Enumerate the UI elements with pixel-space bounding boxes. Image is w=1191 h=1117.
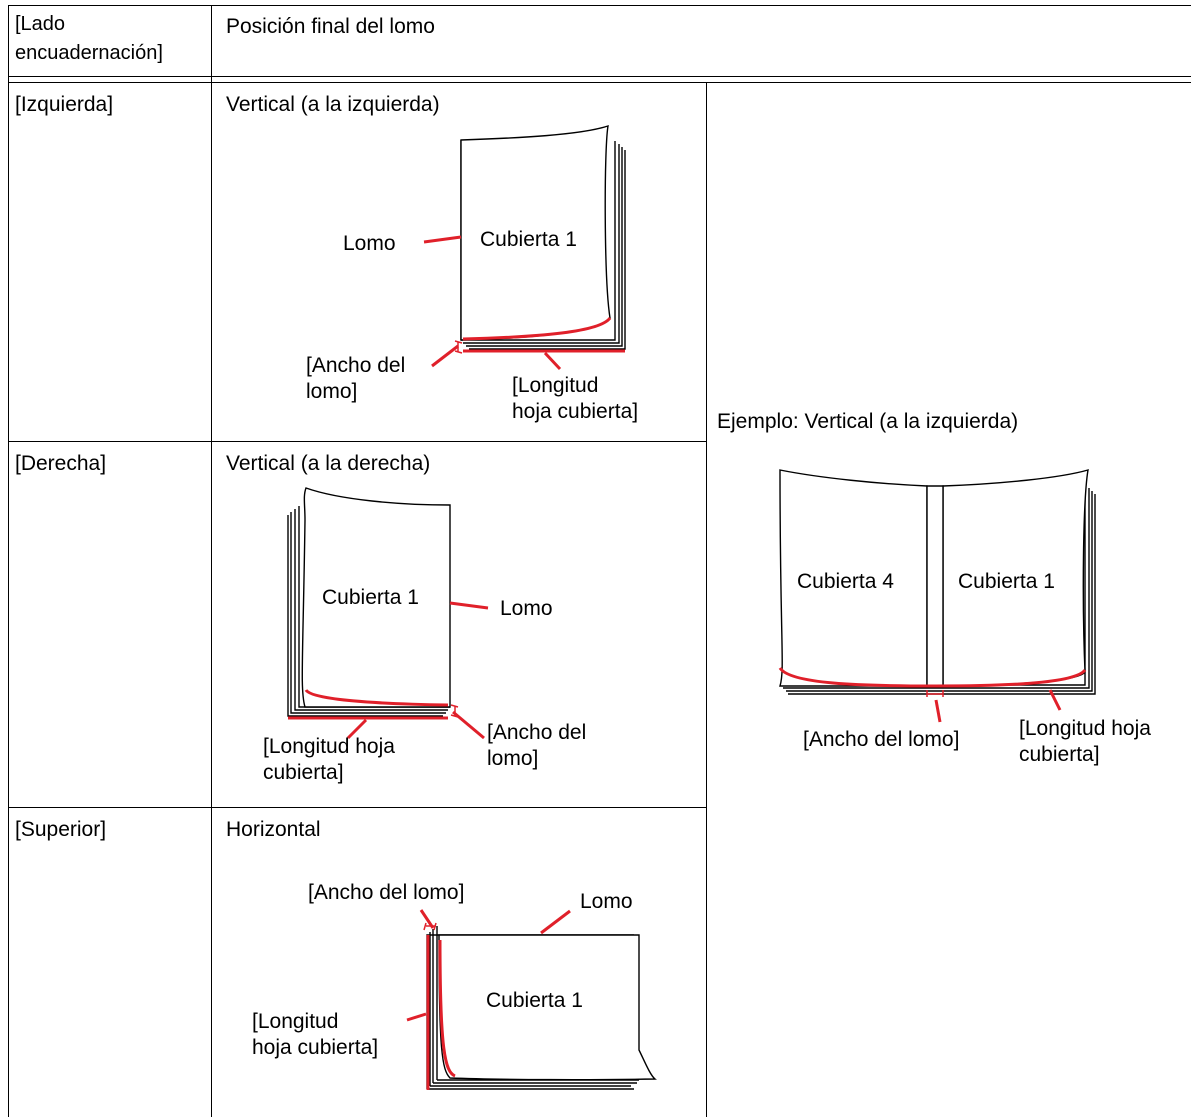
column-divider-2 <box>706 82 707 1117</box>
header-double-rule-2 <box>8 82 1191 83</box>
column-divider-1 <box>211 5 212 1117</box>
header-spine-position: Posición final del lomo <box>226 15 435 38</box>
header-binding-side-line1: [Lado <box>15 13 66 35</box>
row-divider-1 <box>8 441 706 442</box>
example-cover-length-label-1: [Longitud hoja <box>1019 717 1151 740</box>
right-cover-length-label-2: cubierta] <box>263 761 344 784</box>
right-cover-label: Cubierta 1 <box>322 586 419 609</box>
top-cover-label: Cubierta 1 <box>486 989 583 1012</box>
header-double-rule-1 <box>8 76 1191 77</box>
table-border-left <box>8 5 9 1117</box>
row-label-superior: [Superior] <box>15 818 107 841</box>
top-cover-length-label-1: [Longitud <box>252 1010 338 1033</box>
left-spine-width-label-1: [Ancho del <box>306 354 405 377</box>
row-position-derecha: Vertical (a la derecha) <box>226 452 431 475</box>
right-cover-length-label-1: [Longitud hoja <box>263 735 395 758</box>
example-spine-width-label: [Ancho del lomo] <box>803 728 959 751</box>
right-spine-width-label-2: lomo] <box>487 747 538 770</box>
right-spine-width-label-1: [Ancho del <box>487 721 586 744</box>
example-cover-length-label-2: cubierta] <box>1019 743 1100 766</box>
example-front-cover-label: Cubierta 1 <box>958 570 1055 593</box>
header-binding-side-line2: encuadernación] <box>15 42 163 64</box>
example-back-cover-label: Cubierta 4 <box>797 570 894 593</box>
row-label-izquierda: [Izquierda] <box>15 93 114 116</box>
left-cover-label: Cubierta 1 <box>480 228 577 251</box>
example-title: Ejemplo: Vertical (a la izquierda) <box>717 410 1019 433</box>
left-cover-length-label-2: hoja cubierta] <box>512 400 638 423</box>
right-spine-label: Lomo <box>500 597 553 620</box>
row-position-superior: Horizontal <box>226 818 321 841</box>
row-divider-2 <box>8 807 706 808</box>
top-cover-length-label-2: hoja cubierta] <box>252 1036 378 1059</box>
row-label-derecha: [Derecha] <box>15 452 107 475</box>
top-spine-width-label: [Ancho del lomo] <box>308 881 464 904</box>
left-spine-label: Lomo <box>343 232 396 255</box>
table-border-top <box>8 5 1191 6</box>
top-spine-label: Lomo <box>580 890 633 913</box>
row-position-izquierda: Vertical (a la izquierda) <box>226 93 440 116</box>
left-cover-length-label-1: [Longitud <box>512 374 598 397</box>
left-spine-width-label-2: lomo] <box>306 380 357 403</box>
